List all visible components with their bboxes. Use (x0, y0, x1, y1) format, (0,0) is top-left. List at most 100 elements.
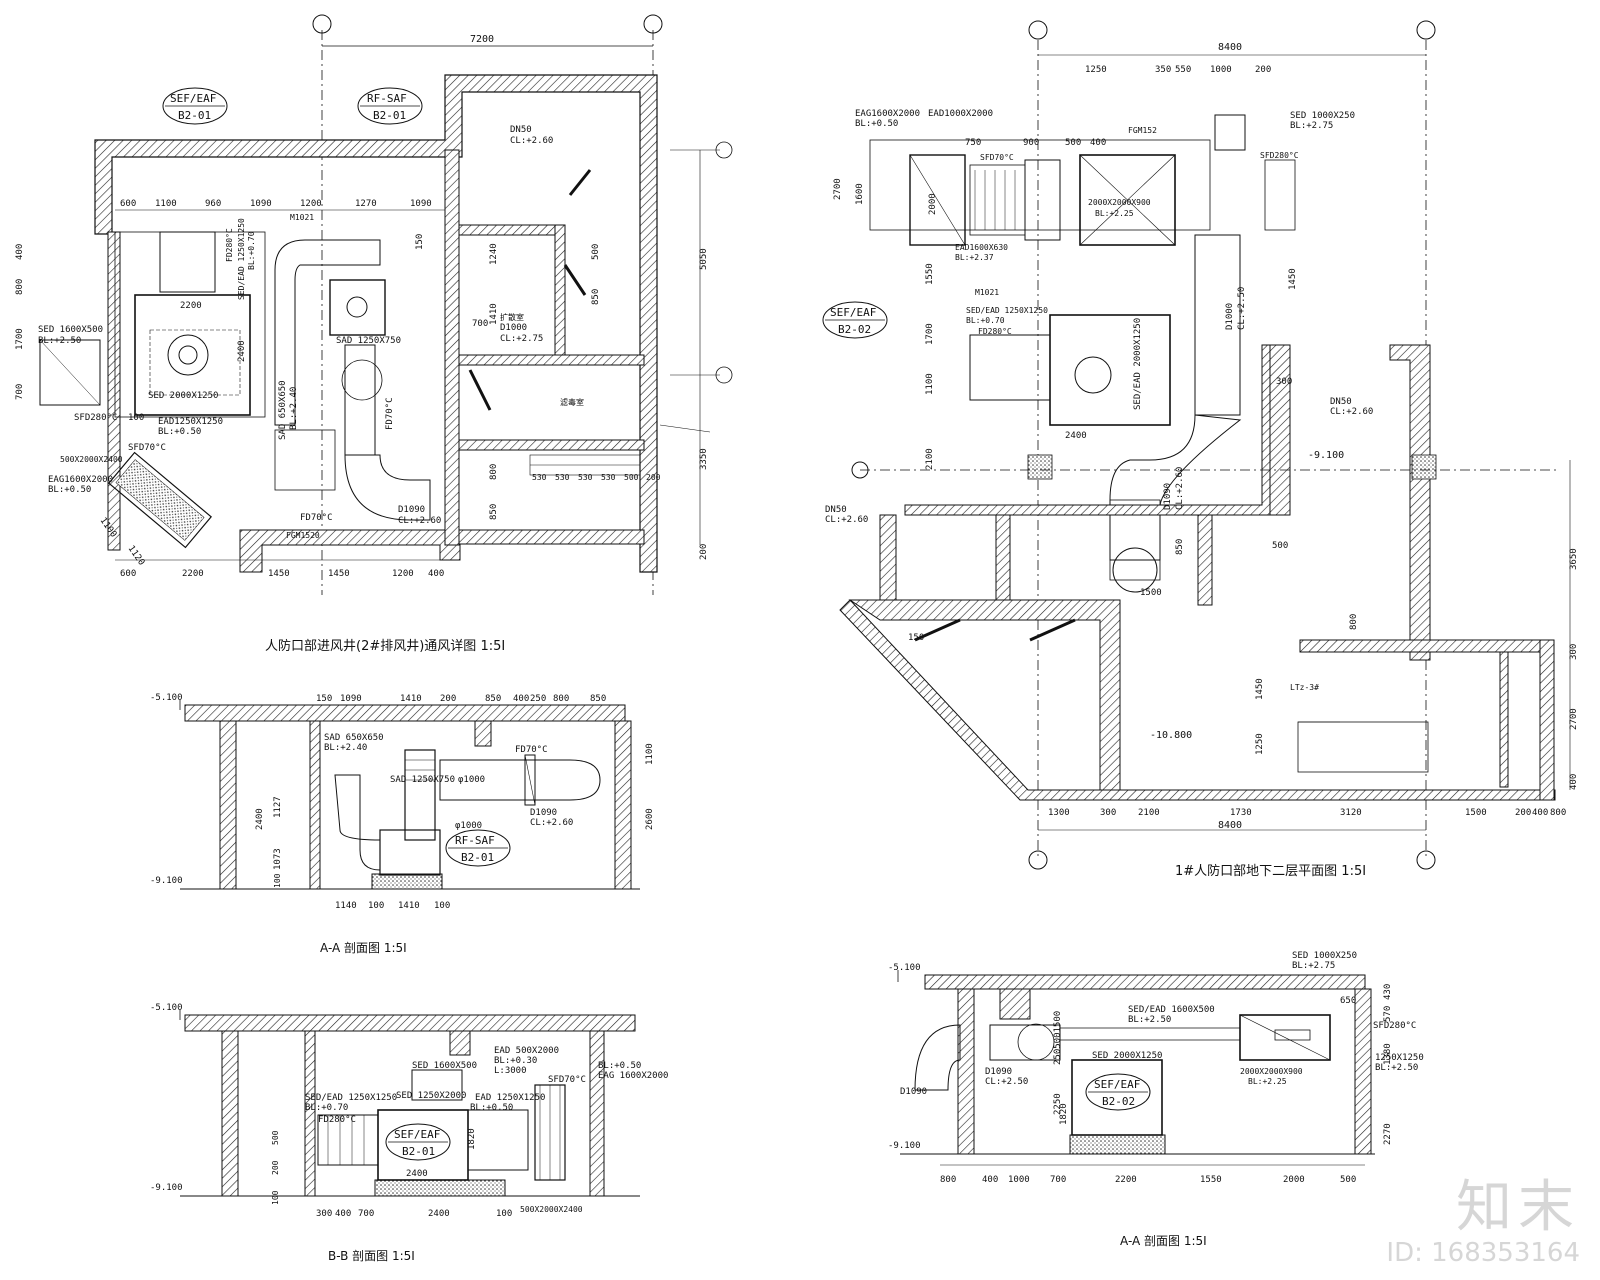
svg-text:SAD 1250X750: SAD 1250X750 (390, 775, 455, 785)
svg-text:B2-01: B2-01 (461, 851, 494, 864)
wall-bottom (239, 529, 461, 573)
svg-text:1550: 1550 (1200, 1175, 1222, 1185)
svg-text:530: 530 (555, 473, 570, 482)
svg-text:430: 430 (1383, 984, 1393, 1000)
svg-text:RF-SAF: RF-SAF (455, 834, 495, 847)
svg-text:2400: 2400 (1065, 431, 1087, 441)
svg-text:2200: 2200 (182, 569, 204, 579)
svg-text:EAD1250X1250: EAD1250X1250 (158, 417, 223, 427)
svg-text:1600: 1600 (855, 183, 865, 205)
svg-text:2200: 2200 (180, 301, 202, 311)
svg-text:BL:+0.50: BL:+0.50 (158, 427, 201, 437)
svg-text:700: 700 (15, 384, 25, 400)
svg-text:750: 750 (965, 138, 981, 148)
watermark-logo: 知末 (1456, 1175, 1580, 1240)
svg-text:BL:+2.50: BL:+2.50 (1128, 1015, 1171, 1025)
section-aa-right-texts: -5.100 -9.100 800 400 1000 700 2200 1550… (888, 951, 1424, 1248)
svg-text:φ1000: φ1000 (455, 821, 482, 831)
svg-text:2400: 2400 (428, 1209, 450, 1219)
svg-text:FD70°C: FD70°C (385, 397, 395, 430)
svg-text:EAG1600X2000: EAG1600X2000 (855, 109, 920, 119)
section-bb-texts: -5.100 -9.100 300 400 700 2400 100 SEF/E… (150, 1003, 668, 1263)
svg-text:500X2000X2400: 500X2000X2400 (60, 455, 123, 464)
svg-text:SFD70°C: SFD70°C (548, 1075, 586, 1085)
plan-left-texts: 7200 SEF/EAF B2-01 RF-SAF B2-01 600 1100… (15, 34, 709, 654)
svg-text:400: 400 (1569, 774, 1579, 790)
svg-text:1500: 1500 (1140, 588, 1162, 598)
svg-text:2700: 2700 (1569, 708, 1579, 730)
svg-text:CL:+2.60: CL:+2.60 (398, 516, 441, 526)
svg-text:100: 100 (368, 901, 384, 911)
svg-text:BL:+2.37: BL:+2.37 (955, 253, 994, 262)
svg-text:2400: 2400 (406, 1169, 428, 1179)
svg-text:530: 530 (601, 473, 616, 482)
svg-text:B2-01: B2-01 (402, 1145, 435, 1158)
svg-text:1410: 1410 (398, 901, 420, 911)
svg-text:-9.100: -9.100 (888, 1141, 921, 1151)
svg-text:1820: 1820 (467, 1128, 477, 1150)
svg-text:1820: 1820 (1059, 1103, 1069, 1125)
svg-text:-9.100: -9.100 (150, 1183, 183, 1193)
svg-text:BL:+2.25: BL:+2.25 (1248, 1077, 1287, 1086)
svg-text:-5.100: -5.100 (888, 963, 921, 973)
svg-text:800: 800 (489, 464, 499, 480)
svg-text:2000X2000X900: 2000X2000X900 (1240, 1067, 1303, 1076)
svg-text:D1000: D1000 (500, 323, 527, 333)
svg-text:1090: 1090 (250, 199, 272, 209)
section-aa-left (179, 700, 640, 890)
svg-text:D1090: D1090 (398, 505, 425, 515)
svg-text:900: 900 (1023, 138, 1039, 148)
svg-text:300: 300 (316, 1209, 332, 1219)
unit-tag-bb: SEF/EAF B2-01 (385, 1123, 451, 1161)
svg-text:B2-01: B2-01 (178, 109, 211, 122)
diagonal-fan-box (107, 451, 213, 549)
svg-text:1090: 1090 (340, 694, 362, 704)
fan-unit-plan-right (1079, 154, 1176, 246)
svg-text:2270: 2270 (1383, 1123, 1393, 1145)
svg-text:600: 600 (120, 199, 136, 209)
svg-text:3120: 3120 (1340, 808, 1362, 818)
overall-dim: 7200 (470, 34, 494, 45)
svg-text:200: 200 (646, 473, 661, 482)
unit-tag-rf: RF-SAF B2-01 (357, 87, 423, 125)
svg-text:BL:+2.40: BL:+2.40 (289, 387, 299, 430)
svg-text:CL:+2.60: CL:+2.60 (1330, 407, 1373, 417)
svg-text:400: 400 (1090, 138, 1106, 148)
svg-text:1730: 1730 (1230, 808, 1252, 818)
svg-text:2100: 2100 (925, 448, 935, 470)
svg-text:BL:+0.50: BL:+0.50 (855, 119, 898, 129)
svg-text:200: 200 (271, 1160, 280, 1175)
watermark: 知末 ID: 168353164 (1386, 1175, 1580, 1269)
svg-text:2200: 2200 (1115, 1175, 1137, 1185)
svg-text:800: 800 (1550, 808, 1566, 818)
section-aa-left-title: A-A 剖面图 1:5I (320, 941, 407, 955)
svg-text:φ1000: φ1000 (458, 775, 485, 785)
svg-text:500: 500 (1340, 1175, 1356, 1185)
svg-text:BL:+0.50: BL:+0.50 (48, 485, 91, 495)
svg-text:BL:+2.75: BL:+2.75 (1292, 961, 1335, 971)
svg-text:-5.100: -5.100 (150, 1003, 183, 1013)
svg-text:1250: 1250 (1085, 65, 1107, 75)
svg-text:SFD280°C: SFD280°C (1260, 151, 1299, 160)
svg-text:2700: 2700 (833, 178, 843, 200)
plan-right (839, 20, 1571, 870)
svg-text:CL:+2.60: CL:+2.60 (1175, 467, 1185, 510)
svg-text:CL:+2.50: CL:+2.50 (1237, 287, 1247, 330)
svg-text:500: 500 (271, 1130, 280, 1145)
svg-text:1550: 1550 (925, 263, 935, 285)
svg-text:BL:+2.75: BL:+2.75 (1290, 121, 1333, 131)
svg-text:D1090: D1090 (530, 808, 557, 818)
svg-text:700: 700 (1050, 1175, 1066, 1185)
svg-text:EAD 1250X1250: EAD 1250X1250 (475, 1093, 545, 1103)
svg-text:SED 1000X250: SED 1000X250 (1290, 111, 1355, 121)
section-aa-left-texts: -5.100 -9.100 150 1090 1410 200 850 400 … (150, 693, 655, 955)
fan-unit-section-aa-right (1071, 1059, 1163, 1136)
svg-text:1270: 1270 (355, 199, 377, 209)
svg-text:-9.100: -9.100 (150, 876, 183, 886)
svg-text:700: 700 (472, 319, 488, 329)
svg-text:8400: 8400 (1218, 820, 1242, 831)
svg-text:-5.100: -5.100 (150, 693, 183, 703)
svg-text:CL:+2.60: CL:+2.60 (825, 515, 868, 525)
svg-text:1450: 1450 (268, 569, 290, 579)
svg-text:B2-02: B2-02 (838, 323, 871, 336)
